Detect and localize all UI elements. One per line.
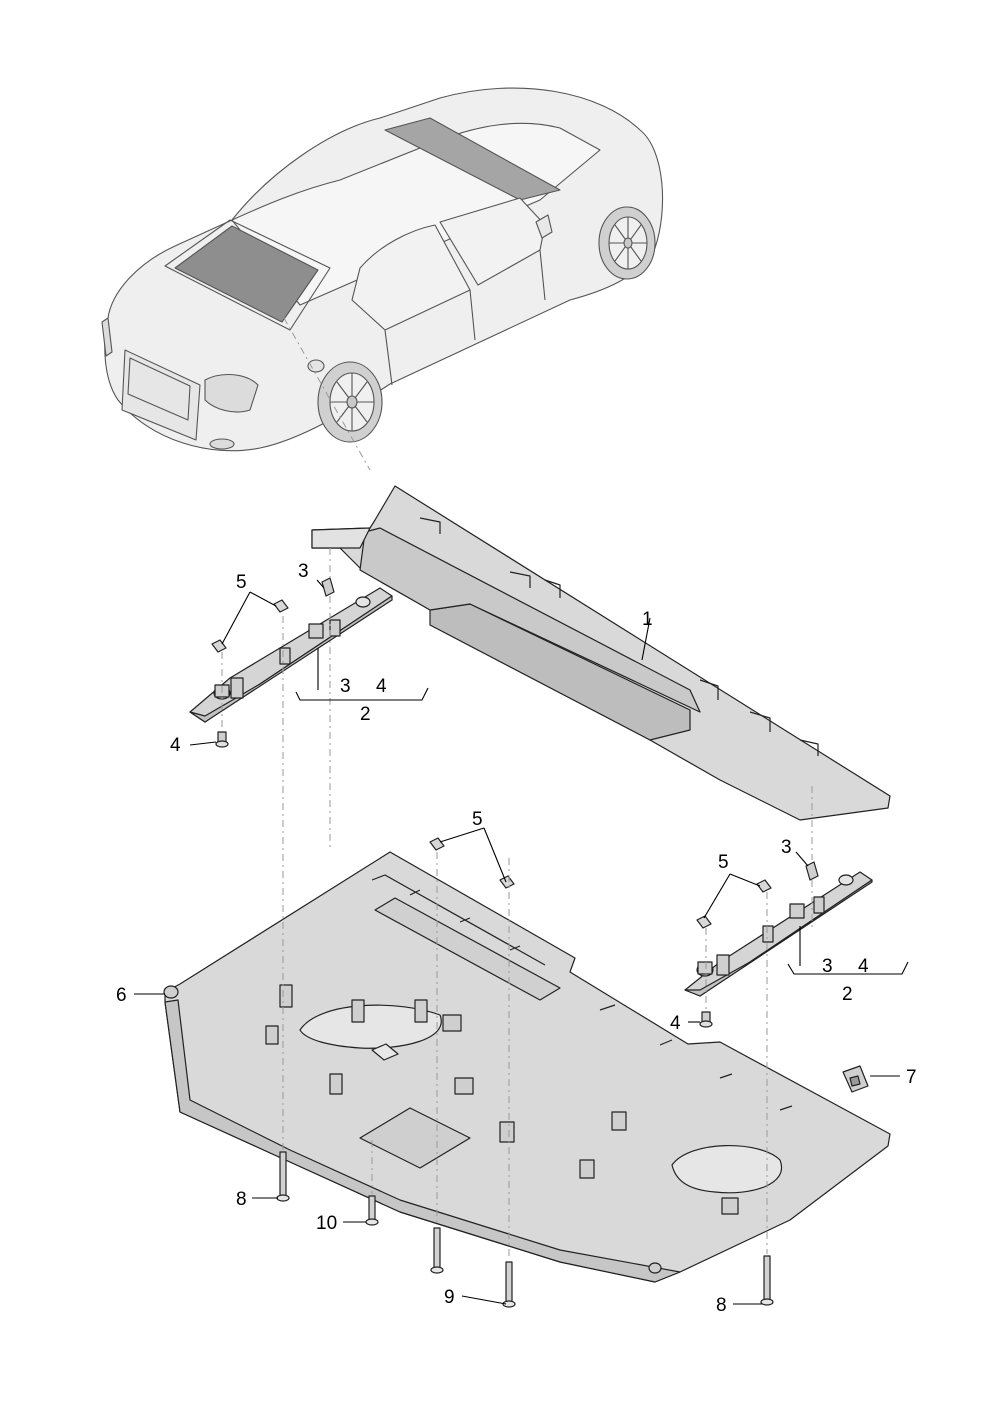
callout-2: 2 bbox=[360, 704, 371, 725]
small-parts bbox=[211, 577, 869, 1308]
callout-2: 2 bbox=[842, 984, 853, 1005]
callout-8: 8 bbox=[236, 1189, 247, 1210]
callout-5: 5 bbox=[472, 809, 483, 830]
car-illustration bbox=[101, 87, 664, 471]
leader-lines bbox=[134, 579, 909, 1305]
nut-5-d bbox=[499, 875, 515, 889]
callout-3: 3 bbox=[822, 956, 833, 977]
screw-4-b bbox=[699, 1011, 713, 1028]
nut-5-c bbox=[429, 837, 445, 851]
nut-5-a bbox=[273, 599, 289, 613]
callout-4: 4 bbox=[170, 735, 181, 756]
callout-labels: 1 3 5 3 4 2 4 5 5 3 3 4 2 6 4 7 8 10 9 8 bbox=[116, 561, 917, 1316]
callout-3: 3 bbox=[781, 837, 792, 858]
callout-6: 6 bbox=[116, 985, 127, 1006]
callout-5: 5 bbox=[718, 852, 729, 873]
clip-3-a bbox=[321, 577, 335, 597]
part-1-upper-panel bbox=[311, 485, 891, 821]
callout-3: 3 bbox=[298, 561, 309, 582]
callout-3: 3 bbox=[340, 676, 351, 697]
screw-9-b bbox=[502, 1261, 516, 1308]
nut-5-e bbox=[756, 879, 772, 893]
callout-4: 4 bbox=[670, 1013, 681, 1034]
nut-5-f bbox=[696, 915, 712, 929]
screw-9-a bbox=[430, 1227, 444, 1274]
callout-7: 7 bbox=[906, 1067, 917, 1088]
underbody-cover bbox=[163, 851, 891, 1283]
callout-4: 4 bbox=[376, 676, 387, 697]
callout-9: 9 bbox=[444, 1287, 455, 1308]
part-2-bracket-right bbox=[684, 871, 873, 997]
alignment-lines bbox=[221, 548, 813, 1260]
screw-8-a bbox=[276, 1151, 290, 1202]
rear-window bbox=[174, 225, 319, 323]
nut-5-b bbox=[211, 639, 227, 653]
callout-4: 4 bbox=[858, 956, 869, 977]
part-2-bracket-left bbox=[189, 587, 393, 723]
callout-1: 1 bbox=[642, 609, 653, 630]
screw-4-a bbox=[215, 731, 229, 748]
callout-5: 5 bbox=[236, 572, 247, 593]
clip-3-b bbox=[805, 861, 819, 881]
callout-8: 8 bbox=[716, 1295, 727, 1316]
callout-10: 10 bbox=[316, 1213, 337, 1234]
screw-8-b bbox=[760, 1255, 774, 1306]
